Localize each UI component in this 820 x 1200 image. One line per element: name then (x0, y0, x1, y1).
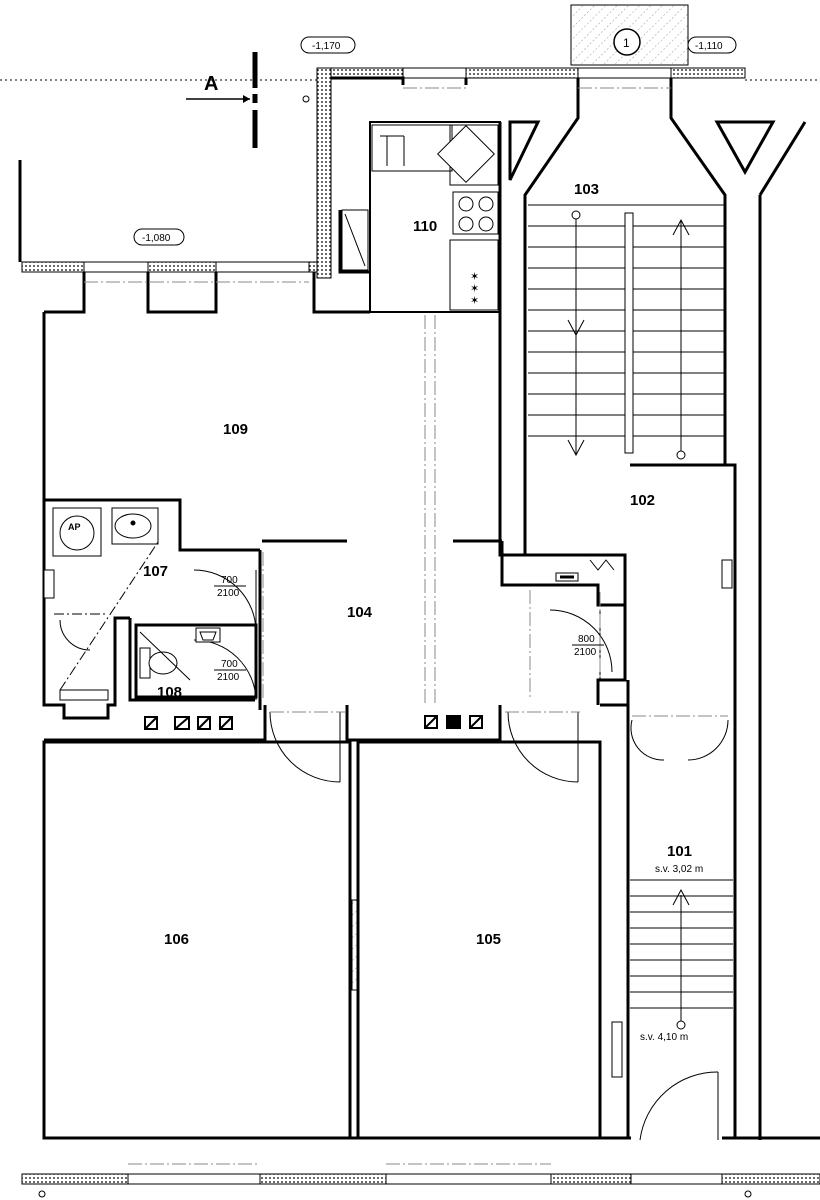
door-102-height: 2100 (574, 647, 597, 658)
vent-shafts (144, 715, 483, 730)
stair-level-lower: s.v. 4,10 m (640, 1032, 688, 1043)
stair-level-upper: s.v. 3,02 m (655, 864, 703, 875)
room-label-108: 108 (157, 684, 182, 701)
section-marker-label: A (204, 73, 218, 95)
hall-fixtures (351, 559, 733, 991)
room-label-105: 105 (476, 931, 501, 948)
room-label-110: 110 (413, 218, 437, 235)
room-label-109: 109 (223, 421, 248, 438)
staircase-101 (611, 879, 733, 1078)
door-108-height: 2100 (217, 672, 240, 683)
door-107-height: 2100 (217, 588, 240, 599)
section-marker-a: A (186, 52, 310, 148)
light-well-triangle (714, 120, 776, 176)
washer-label: AP (68, 522, 81, 532)
svg-text:-1,170: -1,170 (312, 41, 341, 52)
svg-text:✶: ✶ (470, 283, 479, 295)
room-label-107: 107 (143, 563, 168, 580)
doors (193, 569, 729, 1141)
light-well-triangle-small (508, 120, 541, 181)
bathroom-fixtures: AP (43, 507, 221, 701)
room-label-101: 101 (667, 843, 692, 860)
room-label-104: 104 (347, 604, 373, 621)
light-well: 1 (570, 4, 689, 66)
door-dimensions: 700 2100 700 2100 800 2100 (214, 575, 604, 683)
svg-text:-1,110: -1,110 (695, 41, 723, 52)
exterior-walls (21, 67, 820, 1185)
door-108-width: 700 (221, 659, 238, 670)
elevation-tag-3: -1,080 (133, 228, 185, 246)
svg-text:✶: ✶ (470, 295, 479, 307)
kitchen-fixtures: ✶ ✶ ✶ (341, 124, 499, 311)
staircase-103 (528, 204, 724, 460)
elevation-tag-1: -1,170 (300, 36, 356, 54)
svg-text:✶: ✶ (470, 271, 479, 283)
svg-text:-1,080: -1,080 (142, 233, 171, 244)
stair-marker-label: 1 (623, 36, 630, 50)
room-labels: 101 s.v. 3,02 m s.v. 4,10 m 102 103 104 … (143, 181, 703, 1043)
axis-lines (84, 87, 728, 1165)
door-102-width: 800 (578, 634, 595, 645)
room-label-103: 103 (574, 181, 599, 198)
door-107-width: 700 (221, 575, 238, 586)
interior-walls (18, 76, 820, 1140)
room-label-106: 106 (164, 931, 189, 948)
elevation-tag-2: -1,110 (687, 36, 737, 54)
room-label-102: 102 (630, 492, 655, 509)
windows (84, 67, 722, 1185)
